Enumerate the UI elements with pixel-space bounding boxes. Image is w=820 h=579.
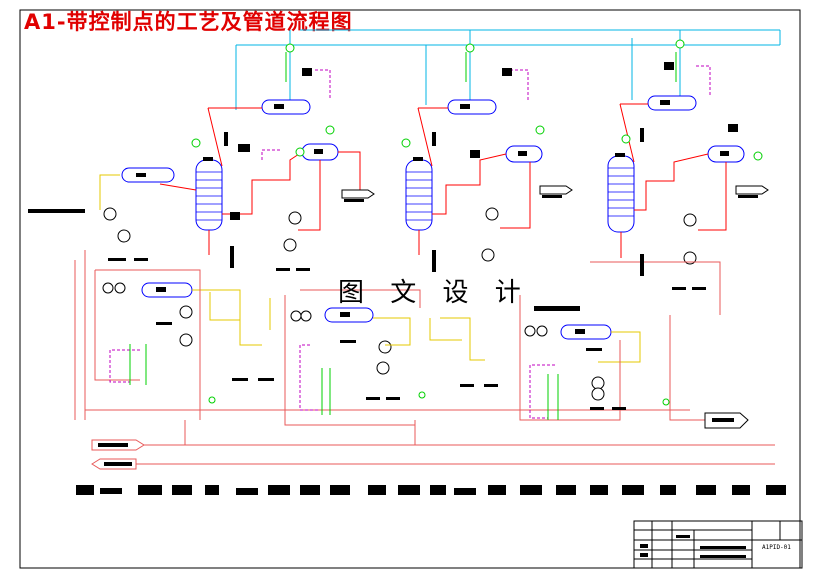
product-outlet — [341, 189, 375, 202]
arrow-tag-icon — [704, 412, 749, 429]
instrument-balloons — [191, 43, 335, 157]
product-outlet — [735, 185, 769, 198]
cooling-water-header — [235, 29, 781, 110]
reflux-drum-icon — [301, 143, 339, 161]
pump-icon — [103, 207, 302, 252]
title-block — [633, 520, 803, 569]
signal-loops — [109, 344, 555, 419]
equipment-tags — [108, 128, 706, 410]
watermark-text: 图 文 设 计 — [338, 278, 530, 308]
column-icon — [195, 157, 223, 231]
reflux-drum-icon — [505, 145, 543, 163]
instrument-tags — [470, 68, 512, 158]
drawing-frame — [19, 9, 801, 569]
distillation-unit-1 — [103, 43, 375, 255]
pump-icon — [683, 213, 697, 265]
valve-icon — [129, 52, 677, 420]
column-icon — [405, 157, 433, 231]
utility-tag-lower — [91, 458, 137, 470]
lower-exchanger-3 — [524, 324, 612, 401]
instrument-tags — [230, 68, 312, 220]
equipment-label-row — [76, 485, 786, 495]
drawing-code: A1PID-01 — [762, 544, 791, 551]
steam-loops — [94, 261, 721, 426]
utility-tag-upper — [91, 439, 145, 451]
distillation-unit-2 — [401, 43, 573, 262]
product-outlet — [539, 185, 573, 198]
drawing-title: A1-带控制点的工艺及管道流程图 — [24, 10, 353, 34]
condenser-icon — [417, 99, 497, 167]
lower-exchanger-1 — [102, 282, 193, 347]
lower-exchanger-2 — [290, 307, 392, 375]
column-icon — [607, 153, 635, 233]
condenser-icon — [207, 99, 311, 167]
utility-headers — [74, 250, 775, 465]
pump-icon — [481, 207, 499, 262]
instrument-balloons — [621, 39, 763, 161]
yellow-process-lines — [99, 174, 641, 363]
distillation-unit-3 — [607, 39, 769, 265]
instrument-balloons — [401, 43, 545, 148]
reflux-drum-icon — [707, 145, 745, 163]
feed-preheater-icon — [121, 167, 175, 183]
instrument-tags — [664, 62, 738, 132]
condenser-icon — [619, 95, 697, 163]
